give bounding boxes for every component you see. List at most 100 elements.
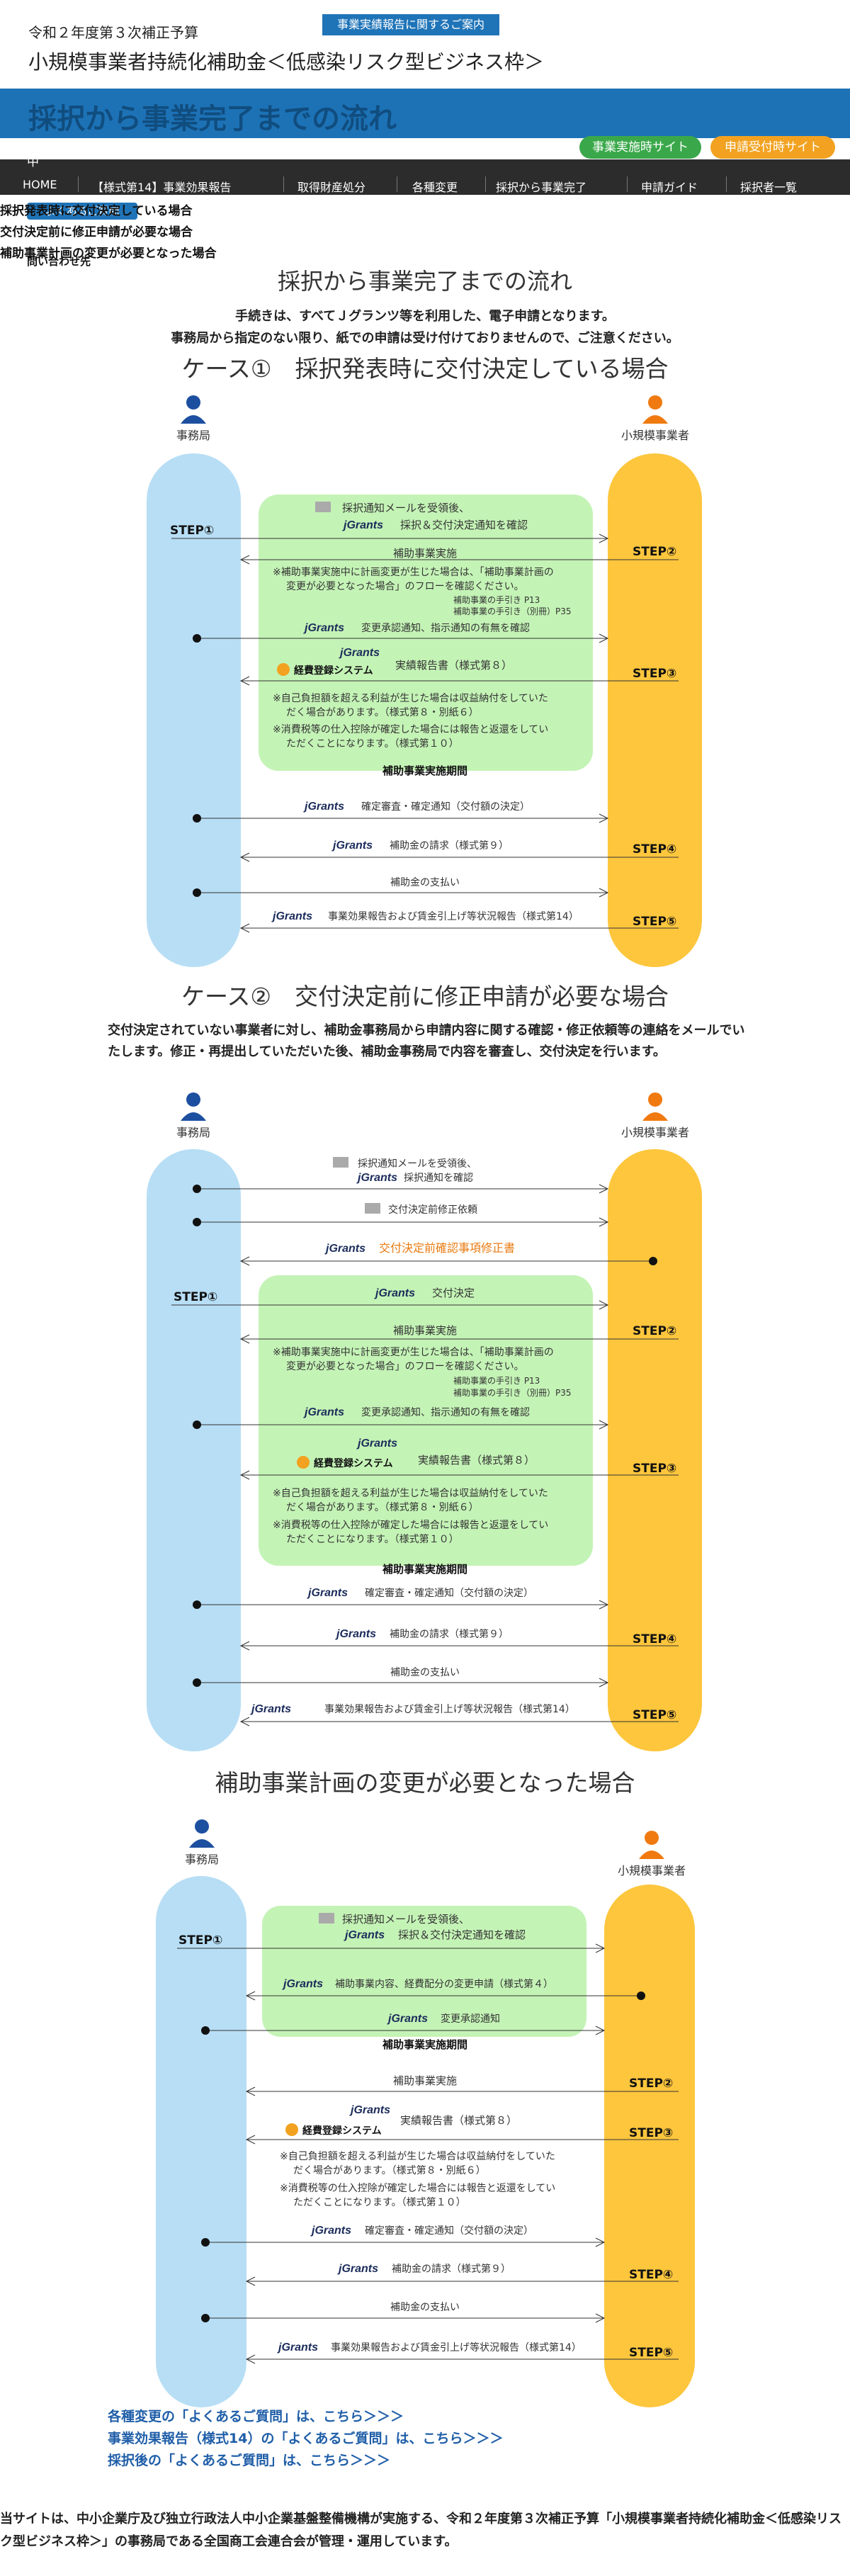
person-icon [181, 415, 206, 424]
faq-link-changes[interactable]: 各種変更の「よくあるご質問」は、こちら＞＞＞ [108, 2409, 404, 2424]
msg-change-note-1: ※補助事業実施中に計画変更が生じた場合は、「補助事業計画の [273, 566, 554, 578]
msg-notice-confirm: 採択＆交付決定通知を確認 [398, 1928, 526, 1941]
period-label: 補助事業実施期間 [382, 764, 468, 777]
nav-changes[interactable]: 各種変更 [412, 181, 458, 194]
arrow-head [595, 2237, 606, 2247]
msg-confirm: 確定審査・確定通知（交付額の決定） [361, 801, 530, 813]
msg-notice-confirm: 採択＆交付決定通知を確認 [400, 519, 528, 531]
jgrants-logo: jGrants [271, 910, 312, 922]
actor-left-label: 事務局 [185, 1853, 219, 1866]
step1-label: STEP① [174, 1290, 217, 1304]
nav-divider [485, 176, 486, 192]
msg-claim: 補助金の請求（様式第９） [390, 1628, 509, 1640]
mail-icon [319, 1913, 334, 1923]
arrow-start-dot [193, 634, 201, 643]
person-icon [648, 1092, 662, 1107]
nav-guide[interactable]: 申請ガイド [641, 181, 698, 194]
application-site-button[interactable]: 申請受付時サイト [710, 136, 835, 159]
msg-change-request: 補助事業内容、経費配分の変更申請（様式第４） [335, 1978, 553, 1990]
msg-change-approval: 変更承認通知、指示通知の有無を確認 [361, 622, 530, 634]
nav-home[interactable]: HOME [23, 178, 57, 191]
jgrants-logo: jGrants [303, 1406, 344, 1418]
nav-asset-disposal[interactable]: 取得財産処分 [298, 181, 366, 194]
results-report-notice-link[interactable]: 事業実績報告に関するご案内 [322, 14, 499, 35]
arrow-start-dot [193, 888, 201, 897]
period-box [262, 1906, 586, 2037]
nav-vertical-text: 小 中 [27, 139, 39, 170]
anchor-link-contact[interactable]: 問い合わせ先 [27, 255, 91, 268]
nav-effect-report[interactable]: 【様式第14】事業効果報告 [92, 181, 232, 194]
page-banner: 採択から事業完了までの流れ [0, 89, 850, 138]
anchor-link-case2[interactable]: 交付決定前に修正申請が必要な場合 [0, 225, 193, 239]
msg-confirm: 確定審査・確定通知（交付額の決定） [365, 2225, 533, 2237]
case1-flow-diagram: 事務局 小規模事業者 補助事業実施期間 採択通知メールを受領後、 jGrants… [147, 395, 702, 967]
msg-implementation: 補助事業実施 [393, 2074, 457, 2087]
step1-label: STEP① [170, 524, 214, 538]
arrow-head [239, 676, 250, 686]
jgrants-logo: jGrants [307, 1587, 348, 1599]
msg-effect: 事業効果報告および賃金引上げ等状況報告（様式第14） [331, 2341, 582, 2354]
msg-confirm: 確定審査・確定通知（交付額の決定） [365, 1587, 533, 1599]
case2-title: ケース② 交付決定前に修正申請が必要な場合 [181, 983, 669, 1010]
actor-right: 小規模事業者 [621, 395, 689, 442]
arrow-head [245, 2135, 256, 2145]
intro-line-1: 手続きは、すべてＪグランツ等を利用した、電子申請となります。 [235, 309, 615, 324]
nav-divider [627, 176, 628, 192]
arrow-head [245, 2354, 256, 2364]
msg-profit-2: だく場合があります。（様式第８・別紙６） [286, 706, 479, 718]
actor-left: 事務局 [176, 395, 210, 442]
case3-title: 補助事業計画の変更が必要となった場合 [215, 1769, 635, 1797]
faq-link-effect-report[interactable]: 事業効果報告（様式14）の「よくあるご質問」は、こちら＞＞＞ [108, 2431, 504, 2446]
arrow-head [245, 2276, 256, 2286]
msg-change-note-2: 変更が必要となった場合」のフローを確認ください。 [286, 580, 524, 592]
arrow-start-dot [193, 1420, 201, 1429]
person-icon [181, 1112, 206, 1121]
faq-link-after-adoption[interactable]: 採択後の「よくあるご質問」は、こちら＞＞＞ [108, 2453, 391, 2468]
nav-vertical-char: 中 [27, 155, 39, 169]
lane-secretariat [156, 1876, 246, 2407]
jgrants-logo: jGrants [303, 622, 344, 634]
step1-label: STEP① [178, 1933, 222, 1948]
msg-profit-1: ※自己負担額を超える利益が生じた場合は収益納付をしていた [280, 2151, 555, 2162]
arrow-head [595, 2313, 606, 2323]
keihi-system-label: 経費登録システム [302, 2125, 382, 2137]
period-label: 補助事業実施期間 [382, 2038, 468, 2051]
person-icon [195, 1819, 209, 1834]
arrow-head [239, 555, 250, 565]
jgrants-logo: jGrants [337, 2263, 378, 2275]
nav-adopted-list[interactable]: 採択者一覧 [740, 181, 798, 194]
case3-flow-diagram: 事務局 小規模事業者 補助事業実施期間 採択通知メールを受領後、 jGrants… [156, 1819, 695, 2407]
step4-label: STEP④ [633, 1632, 676, 1646]
step3-label: STEP③ [629, 2126, 673, 2140]
jgrants-logo: jGrants [332, 840, 373, 852]
msg-profit-1: ※自己負担額を超える利益が生じた場合は収益納付をしていた [273, 693, 548, 704]
msg-claim: 補助金の請求（様式第９） [392, 2263, 511, 2275]
banner-title: 採択から事業完了までの流れ [28, 103, 397, 135]
msg-notice-mail: 採択通知メールを受領後、 [358, 1158, 477, 1170]
nav-flow[interactable]: 採択から事業完了 [496, 181, 587, 194]
jgrants-logo: jGrants [282, 1978, 323, 1990]
person-icon [642, 1112, 668, 1121]
anchor-link-case1[interactable]: 採択発表時に交付決定している場合 [0, 204, 193, 218]
arrow-head [599, 1678, 609, 1688]
anchor-link-case3[interactable]: 補助事業計画の変更が必要となった場合 [0, 247, 217, 261]
msg-implementation: 補助事業実施 [393, 547, 457, 560]
jgrants-logo: jGrants [250, 1703, 291, 1715]
nav-divider [283, 176, 284, 192]
msg-notice-mail: 採択通知メールを受領後、 [342, 1913, 470, 1926]
implementation-site-button[interactable]: 事業実施時サイト [579, 136, 701, 159]
arrow-head [239, 1470, 250, 1480]
actor-right-label: 小規模事業者 [621, 1126, 689, 1139]
msg-tax-1: ※消費税等の仕入控除が確定した場合には報告と返還をしてい [273, 723, 548, 735]
person-icon [648, 395, 662, 409]
jgrants-logo: jGrants [356, 1437, 397, 1450]
person-icon [639, 1851, 664, 1859]
site-title[interactable]: 小規模事業者持続化補助金＜低感染リスク型ビジネス枠＞ [28, 50, 545, 74]
keihi-system-label: 経費登録システム [314, 1457, 393, 1469]
arrow-head [239, 1641, 250, 1651]
step3-label: STEP③ [633, 1462, 676, 1476]
site-footer-note: 当サイトは、中小企業庁及び独立行政法人中小企業基盤整備機構が実施する、令和２年度… [0, 2512, 842, 2549]
step5-label: STEP⑤ [629, 2346, 673, 2360]
mail-icon [333, 1157, 348, 1168]
faq-pill-link[interactable]: よくあるご質問 [27, 203, 137, 220]
